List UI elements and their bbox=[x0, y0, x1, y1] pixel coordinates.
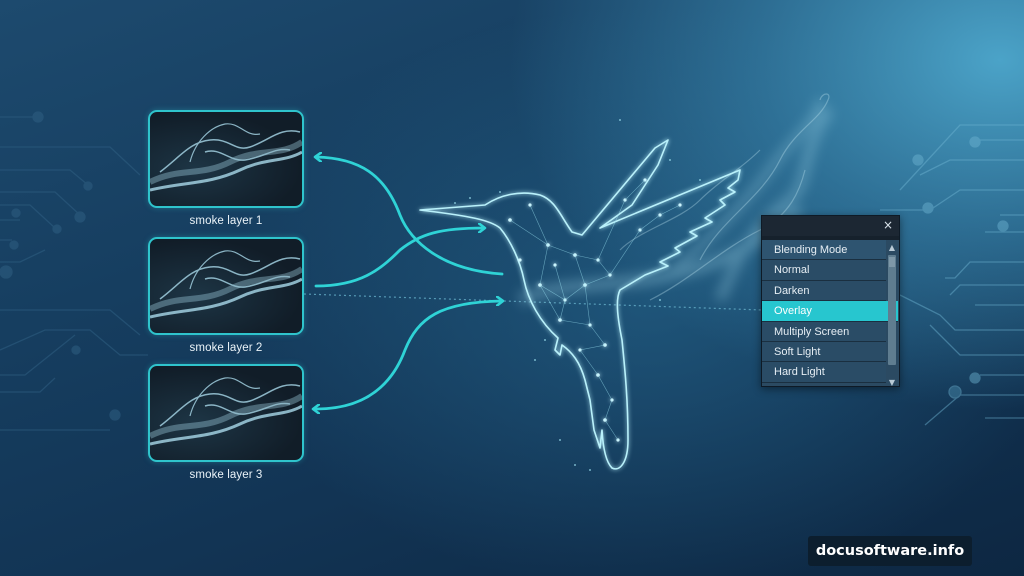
scroll-thumb[interactable] bbox=[889, 257, 895, 267]
smoke-thumbnail bbox=[148, 364, 304, 462]
mesh-lines bbox=[509, 179, 681, 441]
hummingbird-wireframe bbox=[419, 139, 741, 470]
chevron-down-icon[interactable]: ▼ bbox=[888, 378, 896, 387]
layer-label: smoke layer 1 bbox=[189, 215, 263, 227]
arrow-layer-3-bidirectional bbox=[316, 301, 502, 409]
circuit-traces-left bbox=[0, 111, 148, 431]
blend-option-soft-light[interactable]: Soft Light bbox=[762, 341, 886, 363]
panel-titlebar[interactable]: × bbox=[762, 216, 899, 236]
arrows bbox=[316, 157, 502, 409]
blend-option-overlay[interactable]: Overlay bbox=[762, 301, 898, 322]
scroll-track[interactable] bbox=[888, 255, 896, 365]
layer-card-2[interactable]: smoke layer 2 bbox=[148, 237, 304, 354]
layer-label: smoke layer 3 bbox=[189, 469, 263, 481]
blend-option-hard-light[interactable]: Hard Light bbox=[762, 362, 886, 383]
layer-card-3[interactable]: smoke layer 3 bbox=[148, 364, 304, 481]
mesh-dots bbox=[508, 178, 682, 442]
chevron-up-icon[interactable]: ▲ bbox=[888, 243, 896, 252]
layer-label: smoke layer 2 bbox=[189, 342, 263, 354]
watermark: docusoftware.info bbox=[808, 536, 972, 566]
smoke-thumbnail bbox=[148, 110, 304, 208]
blend-mode-list: Blending Mode Normal Darken Overlay Mult… bbox=[762, 240, 899, 387]
arrow-to-layer-1 bbox=[316, 157, 504, 276]
blend-option-multiply-screen[interactable]: Multiply Screen bbox=[762, 321, 886, 342]
layer-card-1[interactable]: smoke layer 1 bbox=[148, 110, 304, 227]
scrollbar[interactable]: ▲ ▼ bbox=[887, 240, 897, 387]
blending-mode-panel: × Blending Mode Normal Darken Overlay Mu… bbox=[761, 215, 900, 387]
blend-mode-header[interactable]: Blending Mode bbox=[762, 240, 886, 261]
smoke-thumbnail bbox=[148, 237, 304, 335]
blend-option-darken[interactable]: Darken bbox=[762, 280, 886, 302]
close-icon[interactable]: × bbox=[882, 218, 893, 232]
arrow-from-layer-2 bbox=[314, 228, 484, 288]
circuit-traces-right bbox=[880, 124, 1024, 426]
blend-option-normal[interactable]: Normal bbox=[762, 260, 886, 281]
